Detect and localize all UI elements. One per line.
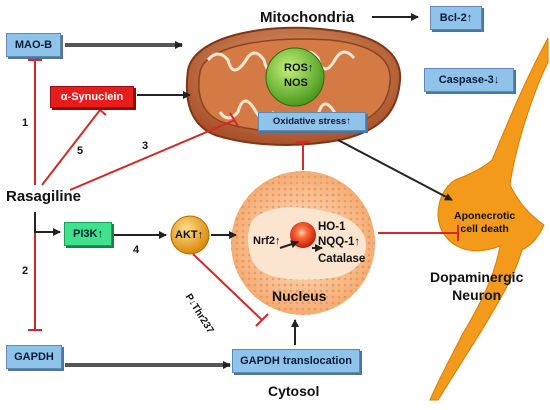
path-number-1: 1	[22, 117, 29, 129]
gapdh-translocation-box: GAPDH translocation	[232, 349, 360, 373]
mitochondria-label: Mitochondria	[260, 9, 355, 26]
neuron-shape	[429, 37, 549, 401]
dopaminergic-neuron-label: Dopaminergic Neuron	[430, 269, 524, 303]
alpha-synuclein-box: α-Synuclein	[50, 86, 134, 108]
path-number-3: 3	[142, 140, 149, 152]
ho1-label: HO-1	[318, 221, 346, 233]
cytosol-label: Cytosol	[268, 383, 320, 399]
nucleus-organelle	[231, 171, 375, 315]
ros-label: ROS	[284, 62, 313, 74]
nqq1-label: NQQ-1	[318, 236, 360, 248]
path-number-4: 4	[133, 244, 140, 256]
rasagiline-label: Rasagiline	[6, 188, 82, 205]
pi3k-box: PI3K	[64, 222, 112, 246]
mao-b-box: MAO-B	[6, 33, 61, 57]
oxidative-stress-box: Oxidative stress	[258, 112, 366, 131]
aponecrotic-cell-death-label: Aponecrotic cell death	[454, 210, 516, 235]
nucleus-label: Nucleus	[272, 288, 327, 304]
catalase-label: Catalase	[318, 253, 366, 265]
nrf2-label: Nrf2	[253, 235, 281, 247]
nos-label: NOS	[284, 77, 308, 89]
bcl2-box: Bcl-2	[430, 6, 482, 30]
akt-label: AKT	[175, 229, 203, 241]
caspase3-box: Caspase-3	[424, 68, 514, 92]
gapdh-box: GAPDH	[6, 345, 62, 369]
path-number-2: 2	[22, 265, 29, 277]
path-number-5: 5	[77, 145, 84, 157]
